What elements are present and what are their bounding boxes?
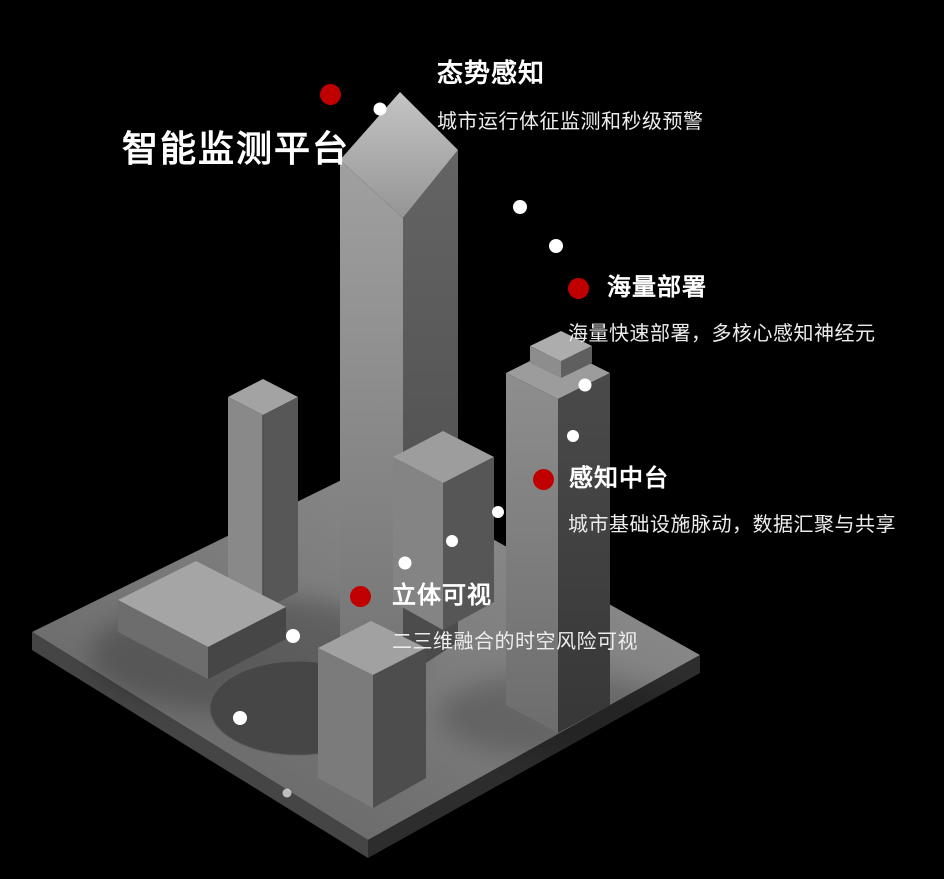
trail-dot: [446, 535, 458, 547]
trail-dot: [492, 506, 504, 518]
red-marker-dot: [568, 277, 589, 299]
trail-dot: [567, 430, 579, 442]
annotation-stereoscopic-visualization: 立体可视 二三维融合的时空风险可视: [350, 582, 638, 654]
annotation-heading: 感知中台: [569, 465, 669, 492]
trail-dot: [282, 788, 292, 798]
trail-dot: [233, 711, 247, 725]
annotation-subtitle: 城市基础设施脉动，数据汇聚与共享: [568, 513, 896, 536]
building-mid-block: [393, 431, 494, 630]
annotation-mass-deployment: 海量部署 海量快速部署，多核心感知神经元: [568, 274, 876, 346]
trail-dot: [286, 629, 300, 643]
trail-dots: [233, 102, 592, 798]
trail-dot: [578, 378, 592, 392]
annotation-subtitle: 海量快速部署，多核心感知神经元: [568, 322, 876, 345]
trail-dot: [398, 556, 412, 570]
annotation-subtitle: 城市运行体征监测和秒级预警: [437, 111, 704, 134]
annotation-subtitle: 二三维融合的时空风险可视: [392, 630, 638, 653]
page-title: 智能监测平台: [122, 128, 351, 169]
red-marker-dot: [350, 585, 371, 607]
annotation-heading: 海量部署: [607, 274, 707, 301]
building-front-block: [318, 621, 426, 808]
building-low-block: [118, 561, 286, 679]
trail-dot: [549, 239, 563, 253]
building-right-tower: [506, 331, 610, 733]
trail-dot: [513, 200, 527, 214]
trail-dot: [373, 102, 387, 116]
annotation-perception-middle-platform: 感知中台 城市基础设施脉动，数据汇聚与共享: [533, 465, 896, 537]
annotation-situational-awareness: 态势感知 城市运行体征监测和秒级预警: [437, 58, 704, 134]
annotation-heading: 立体可视: [392, 582, 492, 609]
building-slim-tower: [228, 379, 298, 610]
red-marker-dot: [533, 468, 554, 490]
annotation-heading: 态势感知: [437, 58, 546, 88]
red-marker-dot: [320, 84, 341, 105]
